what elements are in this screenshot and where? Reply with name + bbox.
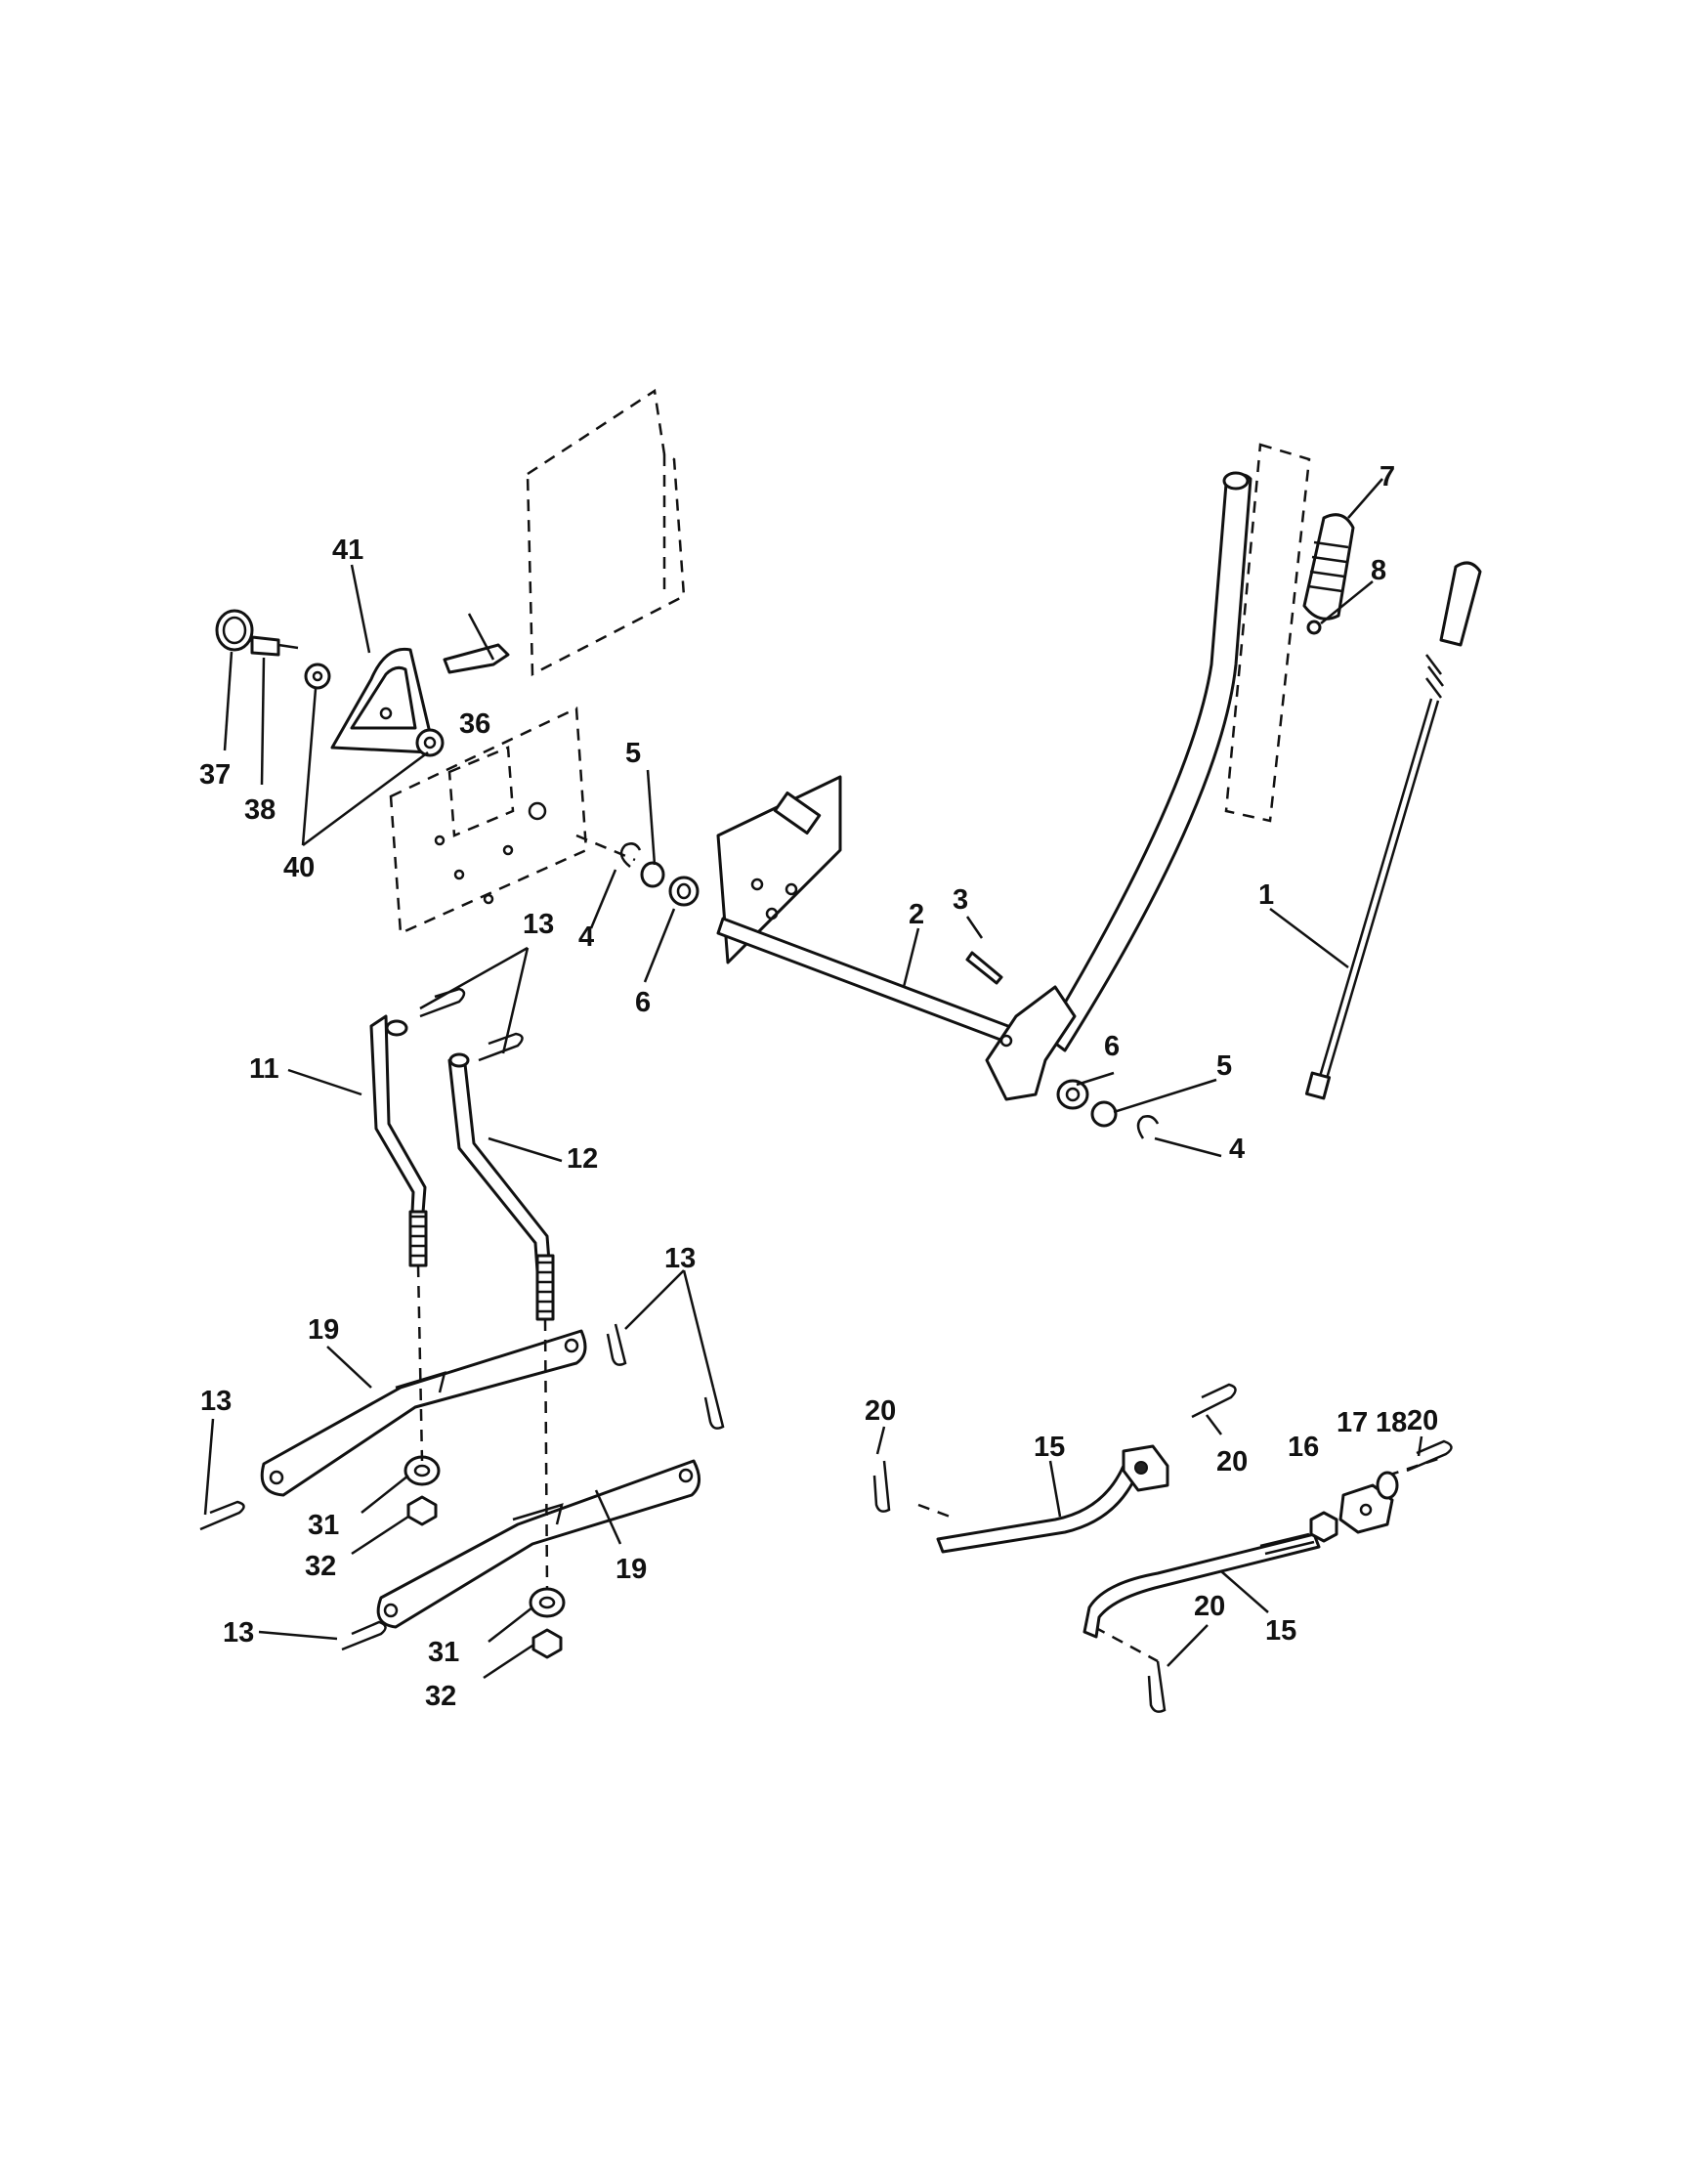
part-13-clip-b [478, 1032, 524, 1062]
callout-38: 38 [244, 794, 276, 826]
part-40-washer-b [415, 728, 445, 757]
callout-16: 16 [1288, 1432, 1319, 1463]
callout-12: 12 [567, 1143, 598, 1175]
callout-41: 41 [332, 535, 363, 566]
callout-17: 17 [1337, 1407, 1368, 1438]
part-37-ring [215, 609, 254, 652]
handle-outline [1224, 443, 1311, 823]
part-12-link [447, 1052, 555, 1321]
callout-20-d: 20 [1194, 1591, 1225, 1622]
callout-5-left: 5 [625, 738, 641, 769]
part-3-pin [965, 951, 1003, 985]
frame-plate-upper [526, 388, 686, 677]
callout-40: 40 [283, 852, 315, 883]
part-6-bushing-right [1056, 1079, 1089, 1110]
callout-18: 18 [1376, 1407, 1407, 1438]
part-15-rod-lower [1082, 1532, 1321, 1639]
callout-2: 2 [909, 899, 924, 930]
part-20-clip-b [1191, 1383, 1237, 1419]
callouts: 1 2 3 4 4 5 5 6 6 7 8 11 12 13 13 13 13 … [199, 461, 1438, 1712]
part-1-rod [1304, 561, 1482, 1100]
callout-31-b: 31 [428, 1637, 459, 1668]
part-41-bracket [330, 647, 432, 754]
callout-8: 8 [1371, 555, 1386, 586]
leader-lines [203, 478, 1423, 1680]
part-11-link [369, 1014, 428, 1267]
callout-37: 37 [199, 759, 231, 791]
callout-13-a: 13 [523, 909, 554, 940]
part-7-grip [1302, 513, 1355, 621]
callout-4-right: 4 [1229, 1134, 1245, 1165]
part-19-arm-lower [376, 1459, 700, 1629]
frame-plate-lower [389, 707, 588, 935]
callout-7: 7 [1380, 461, 1395, 492]
callout-6-right: 6 [1104, 1031, 1120, 1062]
part-20-clip-c [1406, 1439, 1453, 1473]
callout-19-b: 19 [616, 1554, 647, 1585]
lift-shaft-plate [716, 775, 842, 964]
part-18-ferrule [1376, 1471, 1399, 1500]
part-20-clip-a [872, 1460, 891, 1513]
part-13-clip-f [341, 1620, 387, 1651]
callout-31-a: 31 [308, 1510, 339, 1541]
callout-13-b: 13 [664, 1243, 696, 1274]
part-4-clip-right [1136, 1115, 1160, 1139]
part-13-clip-c [606, 1323, 627, 1366]
callout-13-d: 13 [223, 1617, 254, 1649]
part-17-block [1338, 1483, 1394, 1534]
callout-32-a: 32 [305, 1551, 336, 1582]
callout-20-b: 20 [1216, 1446, 1248, 1477]
part-13-clip-d [703, 1387, 725, 1430]
part-20-clip-d [1147, 1660, 1167, 1713]
part-13-clip-e [199, 1500, 245, 1531]
clevis-upper [1122, 1444, 1169, 1492]
part-19-arm-upper [260, 1329, 587, 1497]
callout-15-a: 15 [1034, 1432, 1065, 1463]
part-16-nut [1309, 1511, 1338, 1543]
part-38-bolt [250, 635, 299, 657]
part-32-lower [531, 1628, 563, 1659]
part-5-washer-left [640, 861, 665, 888]
lift-handle [985, 471, 1252, 1101]
callout-19-a: 19 [308, 1314, 339, 1346]
part-31-lower [529, 1587, 566, 1618]
callout-4-left: 4 [578, 921, 594, 953]
part-2-shaft [716, 917, 1023, 1048]
part-8-spring [1306, 620, 1322, 635]
callout-5-right: 5 [1216, 1050, 1232, 1082]
part-5-washer-right [1090, 1100, 1118, 1128]
callout-6-left: 6 [635, 987, 651, 1018]
callout-1: 1 [1258, 879, 1274, 911]
callout-20-c: 20 [1407, 1405, 1438, 1436]
callout-11: 11 [249, 1053, 279, 1085]
callout-32-b: 32 [425, 1681, 456, 1712]
callout-36: 36 [459, 708, 490, 740]
part-6-bushing-left [668, 876, 700, 907]
part-13-clip-a [419, 987, 466, 1018]
callout-3: 3 [953, 884, 968, 916]
callout-20-a: 20 [865, 1395, 896, 1427]
part-15-rod-upper [936, 1464, 1140, 1554]
part-32-upper [406, 1495, 438, 1526]
alignment-lines [416, 834, 1442, 1663]
part-31-upper [403, 1455, 441, 1486]
part-40-washer-a [304, 663, 331, 690]
part-4-clip-left [619, 842, 642, 868]
callout-13-c: 13 [200, 1386, 232, 1417]
callout-15-b: 15 [1265, 1615, 1296, 1647]
part-36-clip [443, 643, 510, 674]
